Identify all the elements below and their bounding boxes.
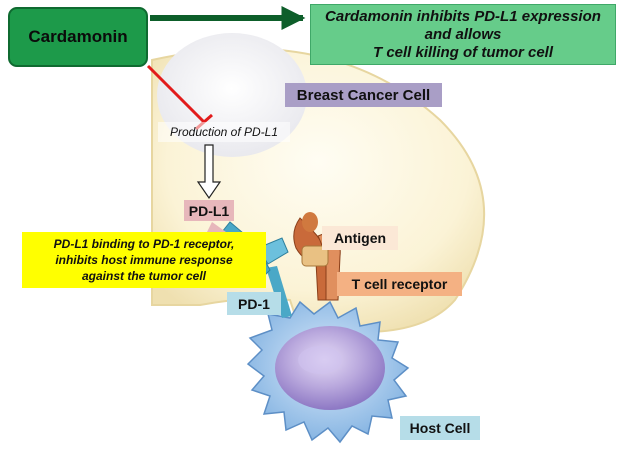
pdl1-text: PD-L1	[188, 202, 230, 219]
production-text: Production of PD-L1	[169, 125, 279, 139]
pdl1-label: PD-L1	[184, 200, 234, 221]
binding-note: PD-L1 binding to PD-1 receptor, inhibits…	[22, 232, 266, 288]
breast-cancer-cell-label: Breast Cancer Cell	[285, 83, 442, 107]
antigen-label: Antigen	[322, 226, 398, 250]
effect-line-2: and allows	[424, 25, 502, 43]
pd1-label: PD-1	[227, 292, 281, 315]
effect-box: Cardamonin inhibits PD-L1 expression and…	[310, 4, 616, 65]
production-label: Production of PD-L1	[158, 122, 290, 142]
breast-cancer-cell-text: Breast Cancer Cell	[296, 86, 431, 104]
binding-note-line-1: PD-L1 binding to PD-1 receptor,	[53, 237, 235, 251]
host-nucleus-texture	[298, 346, 342, 374]
cardamonin-box: Cardamonin	[8, 7, 148, 67]
tcell-receptor-label: T cell receptor	[337, 272, 462, 296]
binding-note-line-3: against the tumor cell	[81, 269, 207, 283]
antigen-text: Antigen	[333, 230, 387, 246]
host-cell-text: Host Cell	[409, 420, 471, 436]
cardamonin-label: Cardamonin	[28, 27, 128, 46]
host-cell-label: Host Cell	[400, 416, 480, 440]
binding-note-line-2: inhibits host immune response	[55, 253, 233, 267]
production-arrow	[196, 144, 222, 200]
tcell-receptor-text: T cell receptor	[351, 276, 448, 292]
pd1-text: PD-1	[238, 295, 270, 312]
antigen-shape	[302, 212, 318, 232]
effect-line-1: Cardamonin inhibits PD-L1 expression	[325, 7, 601, 25]
effect-line-3: T cell killing of tumor cell	[372, 43, 554, 61]
